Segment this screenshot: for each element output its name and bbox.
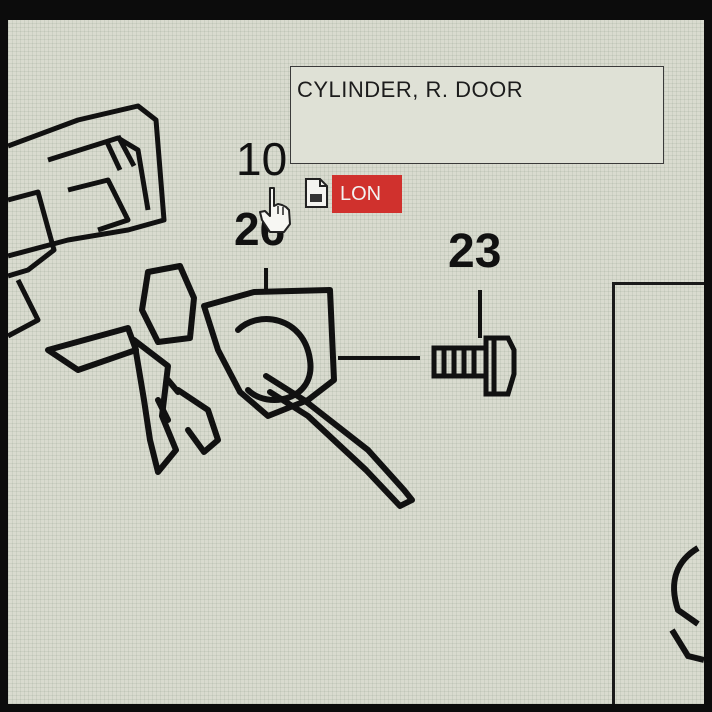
parts-diagram-viewer: 10 26 23 CYLINDER, R. DOOR LON	[8, 20, 704, 704]
document-icon[interactable]	[302, 176, 330, 210]
callout-number-10[interactable]: 10	[236, 133, 288, 185]
part-name-tooltip: CYLINDER, R. DOOR	[290, 66, 664, 164]
exploded-parts-drawing	[8, 103, 704, 663]
lon-tag-button[interactable]: LON	[332, 175, 402, 213]
lon-tag-label: LON	[340, 182, 382, 205]
lock-cylinder-assembly[interactable]	[45, 263, 415, 509]
adjacent-part-fragment	[669, 545, 704, 663]
hand-pointer-icon	[259, 187, 291, 233]
bolt-part-23[interactable]	[431, 335, 517, 397]
door-handle-housing[interactable]	[8, 103, 167, 339]
adjacent-diagram-panel	[612, 282, 704, 704]
callout-number-23[interactable]: 23	[448, 225, 502, 278]
tooltip-text: CYLINDER, R. DOOR	[297, 77, 524, 102]
